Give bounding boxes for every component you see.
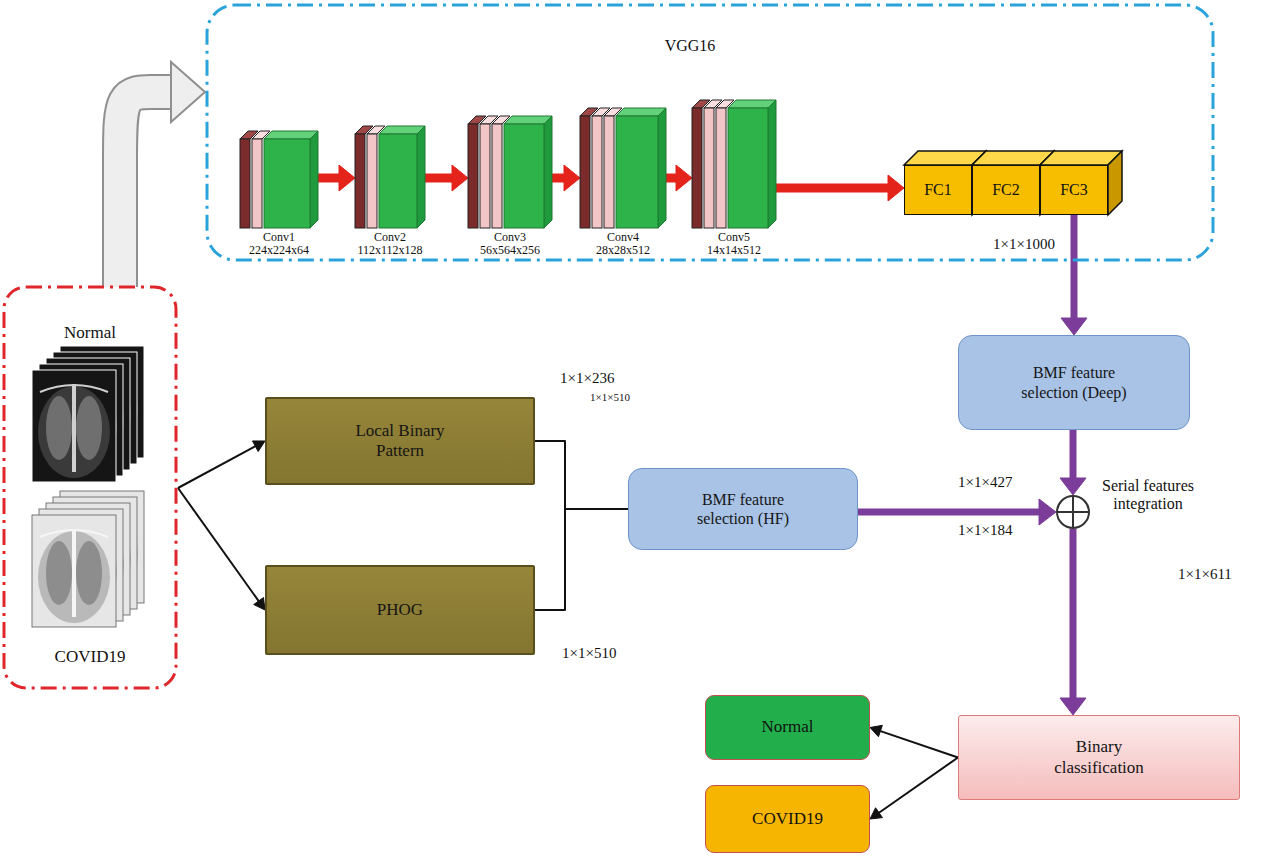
pooling-layer <box>728 100 776 228</box>
layer-label: Conv4 28x28x512 <box>596 231 650 257</box>
connector-line <box>877 758 958 814</box>
arrow-body <box>120 92 178 287</box>
network-title: VGG16 <box>665 37 716 55</box>
layer-arrow <box>770 175 904 201</box>
box-label: Binary classification <box>1039 737 1159 778</box>
layer-label: Conv2 112x112x128 <box>357 231 422 257</box>
conv-block: Conv1 224x224x64 <box>240 131 318 228</box>
class-box: COVID19 <box>705 785 870 853</box>
dimension-label: 1×1×236 <box>560 370 614 387</box>
box-label: BMF feature selection (Deep) <box>1018 363 1130 401</box>
output-line <box>870 725 958 757</box>
merge-bracket <box>535 441 628 509</box>
class-caption: COVID19 <box>2 647 178 667</box>
connector-line <box>858 509 1042 516</box>
dimension-label: 1×1×510 <box>562 645 616 662</box>
shape-art <box>580 108 666 228</box>
layer-name: FC1 <box>924 181 952 199</box>
connector-line <box>770 184 891 193</box>
arrow-head <box>1061 318 1087 335</box>
feature-arrow <box>1060 529 1086 715</box>
classifier-box: Binary classification <box>958 715 1240 800</box>
class-caption: Normal <box>2 323 178 343</box>
connector-line <box>535 441 628 509</box>
input-line <box>178 441 265 488</box>
arrow-head <box>564 165 580 191</box>
box-label: COVID19 <box>718 809 858 829</box>
arrow-head <box>252 441 265 452</box>
arrow-head <box>870 808 882 819</box>
merge-bracket <box>535 509 628 610</box>
shape-art <box>2 285 178 690</box>
connector-line <box>178 488 260 603</box>
feature-box: Local Binary Pattern <box>265 397 535 485</box>
shape-art <box>1056 495 1090 529</box>
xray-image <box>32 370 116 482</box>
box-label: Normal <box>718 717 858 737</box>
box-label: PHOG <box>345 600 455 620</box>
selection-box: BMF feature selection (HF) <box>628 468 858 550</box>
connector-line <box>178 445 257 488</box>
pooling-layer <box>504 116 552 228</box>
layer-label: Conv5 14x14x512 <box>707 231 761 257</box>
input-frame: NormalCOVID19 <box>2 285 178 690</box>
dimension-label: 1×1×611 <box>1178 566 1232 583</box>
box-label: Local Binary Pattern <box>345 421 455 462</box>
dimension-label: 1×1×427 <box>958 474 1012 491</box>
arrow-head <box>888 175 904 201</box>
selection-box: BMF feature selection (Deep) <box>958 335 1190 430</box>
layer-label: Conv3 56x564x256 <box>480 231 540 257</box>
fc-layer: FC2 <box>972 165 1040 215</box>
arrow-head <box>1060 698 1086 715</box>
pooling-layer <box>616 108 666 228</box>
connector-line <box>878 730 958 757</box>
class-box: Normal <box>705 695 870 760</box>
layer-label: Conv1 224x224x64 <box>249 231 309 257</box>
arrow-head <box>254 598 265 610</box>
shape-art <box>240 131 318 228</box>
pooling-layer <box>264 131 318 228</box>
dimension-label: 1×1×1000 <box>993 236 1055 253</box>
connector-line <box>1071 215 1078 321</box>
network-frame: Conv1 224x224x64Conv2 112x112x128Conv3 5… <box>205 3 1215 262</box>
output-line <box>870 758 958 820</box>
box-label: BMF feature selection (HF) <box>687 490 799 528</box>
feature-arrow <box>858 499 1056 525</box>
fc-layer: FC1 <box>904 165 972 215</box>
fc-layer: FC3 <box>1040 165 1108 215</box>
arrow-head <box>171 62 205 122</box>
connector-line <box>1070 430 1077 481</box>
shape-art <box>355 126 425 228</box>
connector-line <box>1070 529 1077 701</box>
conv-block: Conv5 14x14x512 <box>692 100 776 228</box>
layer-name: FC2 <box>992 181 1020 199</box>
conv-block: Conv4 28x28x512 <box>580 108 666 228</box>
conv-block: Conv2 112x112x128 <box>355 126 425 228</box>
arrow-head <box>1039 499 1056 525</box>
pooling-layer <box>379 126 425 228</box>
layer-name: FC3 <box>1060 181 1088 199</box>
connector-line <box>535 509 628 610</box>
dimension-label: 1×1×510 <box>590 391 630 403</box>
shape-art <box>468 116 552 228</box>
conv-block: Conv3 56x564x256 <box>468 116 552 228</box>
arrow-head <box>870 725 882 736</box>
arrow-body <box>120 92 178 287</box>
arrow-head <box>452 165 468 191</box>
input-arrow <box>120 62 205 287</box>
layer-arrow <box>419 165 468 191</box>
input-line <box>178 488 265 610</box>
junction-label: Serial features integration <box>1102 477 1194 514</box>
dimension-label: 1×1×184 <box>958 522 1012 539</box>
feature-box: PHOG <box>265 565 535 655</box>
arrow-head <box>676 165 692 191</box>
shape-art <box>692 100 776 228</box>
xray-image <box>32 515 116 627</box>
feature-arrow <box>1061 215 1087 335</box>
arrow-head <box>339 165 355 191</box>
feature-arrow <box>1060 430 1086 495</box>
sum-junction: Serial features integration <box>1056 495 1090 529</box>
arrow-head <box>1060 478 1086 495</box>
